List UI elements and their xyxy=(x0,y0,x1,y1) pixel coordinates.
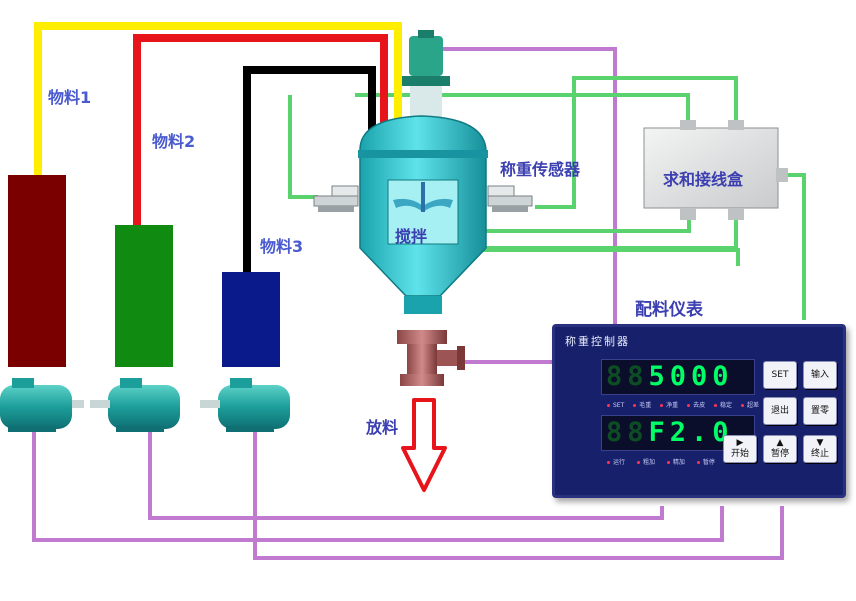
indicator-pause: 暂停 xyxy=(702,459,715,466)
agitator-motor xyxy=(402,30,450,120)
silo-material-3 xyxy=(222,272,280,367)
weight-display: 885000 xyxy=(601,359,755,395)
instrument-label: 配料仪表 xyxy=(635,300,703,320)
display1-value: 5000 xyxy=(648,361,734,392)
silo-material-2 xyxy=(115,225,173,367)
stop-button-label: 终止 xyxy=(810,449,829,459)
indicator-run: 运行 xyxy=(613,459,626,466)
material-3-label: 物料3 xyxy=(260,237,304,256)
indicator-stable: 稳定 xyxy=(720,402,733,409)
indicator-net: 净重 xyxy=(666,402,679,409)
junction-box-label: 求和接线盒 xyxy=(663,170,744,189)
indicator-fine: 精加 xyxy=(672,459,685,466)
indicator-row-1: SET 毛重 净重 去皮 稳定 超差 超限 xyxy=(607,400,786,409)
start-button-label: 开始 xyxy=(730,449,749,459)
load-cell-left xyxy=(313,185,359,212)
enter-button[interactable]: 输入 xyxy=(803,361,837,389)
feed-pipes xyxy=(34,22,402,272)
indicator-gross: 毛重 xyxy=(639,402,652,409)
motor-1 xyxy=(0,378,84,432)
up-arrow-icon: ▲ xyxy=(776,438,784,448)
junction-box xyxy=(643,120,788,220)
exit-button[interactable]: 退出 xyxy=(763,397,797,425)
material-1-label: 物料1 xyxy=(48,88,92,107)
display2-blanks: 88 xyxy=(606,417,649,448)
pause-button[interactable]: ▲ 暂停 xyxy=(763,435,797,463)
load-cell-right xyxy=(487,185,533,212)
load-cell-label: 称重传感器 xyxy=(500,160,581,179)
purple-wires xyxy=(32,47,784,560)
down-arrow-icon: ▼ xyxy=(816,438,824,448)
stop-button[interactable]: ▼ 终止 xyxy=(803,435,837,463)
weighing-controller: 称重控制器 885000 SET 毛重 净重 去皮 稳定 超差 超限 88F2.… xyxy=(552,324,846,498)
controller-title: 称重控制器 xyxy=(565,335,630,348)
play-icon: ▶ xyxy=(736,438,744,448)
indicator-set: SET xyxy=(613,402,625,409)
set-button[interactable]: SET xyxy=(763,361,797,389)
discharge-label: 放料 xyxy=(366,418,399,437)
motor-3 xyxy=(200,378,290,432)
indicator-coarse: 粗加 xyxy=(642,459,655,466)
discharge-valve xyxy=(397,330,465,386)
zero-button[interactable]: 置零 xyxy=(803,397,837,425)
display1-blanks: 88 xyxy=(606,361,649,392)
start-button[interactable]: ▶ 开始 xyxy=(723,435,757,463)
stir-label: 搅拌 xyxy=(395,227,428,246)
silo-material-1 xyxy=(8,175,66,367)
display2-value: F2.0 xyxy=(648,417,734,448)
indicator-deviation: 超差 xyxy=(746,402,759,409)
indicator-tare: 去皮 xyxy=(693,402,706,409)
discharge-arrow xyxy=(401,398,447,492)
mixing-tank xyxy=(358,115,488,314)
indicator-row-2: 运行 粗加 精加 暂停 xyxy=(607,457,715,466)
motor-2 xyxy=(90,378,180,432)
material-2-label: 物料2 xyxy=(152,132,196,151)
pause-button-label: 暂停 xyxy=(770,449,789,459)
